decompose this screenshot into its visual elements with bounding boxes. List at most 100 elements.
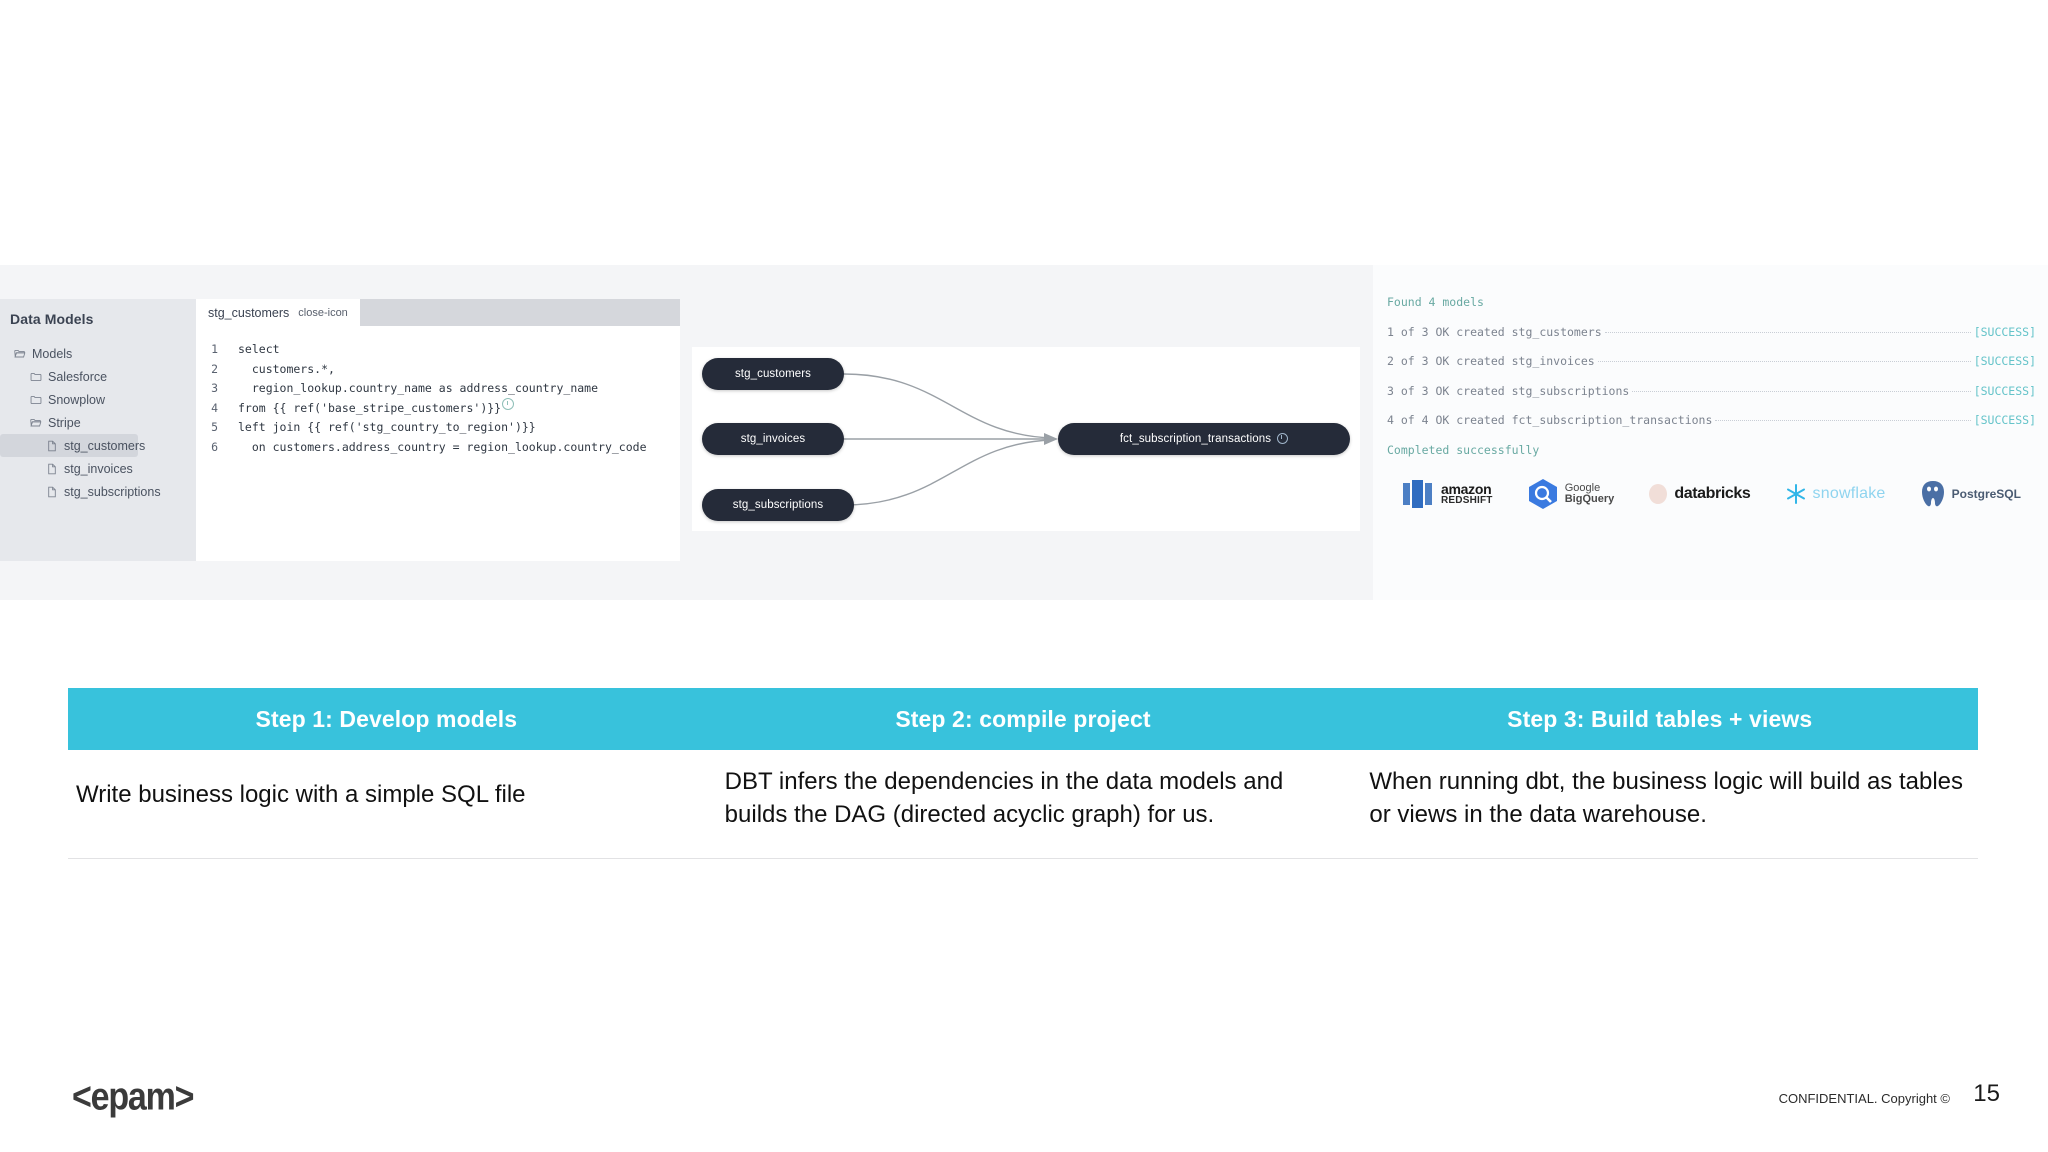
- terminal-footer: Completed successfully: [1387, 442, 1540, 457]
- logo-text: databricks: [1674, 485, 1751, 502]
- logo-text: snowflake: [1812, 485, 1886, 502]
- tree-item-stripe[interactable]: Stripe: [0, 411, 196, 434]
- dag-node-label: fct_subscription_transactions: [1119, 433, 1272, 445]
- terminal-row-text: 3 of 3 OK created stg_subscriptions: [1387, 383, 1630, 398]
- step-1-heading: Step 1: Develop models: [255, 705, 518, 732]
- code-text: on customers.address_country = region_lo…: [238, 439, 647, 454]
- dag-edges: [843, 373, 1058, 506]
- dag-node-stg-subscriptions[interactable]: stg_subscriptions: [702, 489, 854, 521]
- code-line: 6 on customers.address_country = region_…: [196, 438, 680, 458]
- lineage-lens-icon[interactable]: [502, 397, 515, 410]
- terminal-row: 1 of 3 OK created stg_customers [SUCCESS…: [1387, 324, 2036, 339]
- line-number: 1: [211, 342, 218, 356]
- status-badge: [SUCCESS]: [1973, 324, 2036, 339]
- line-number: 5: [211, 420, 218, 435]
- dag-node-label: stg_customers: [734, 368, 812, 380]
- section-divider: [68, 858, 1978, 859]
- code-editor[interactable]: 1 select 2 customers.*, 3 region_lookup.c…: [196, 326, 680, 458]
- code-text: from {{ ref('base_stripe_customers')}}: [238, 400, 502, 415]
- code-text: customers.*,: [238, 361, 335, 376]
- dot-leader: [1715, 420, 1971, 421]
- dag-canvas[interactable]: stg_customers stg_invoices stg_subscript…: [692, 347, 1360, 531]
- code-line: 3 region_lookup.country_name as address_…: [196, 379, 680, 399]
- terminal-row: 3 of 3 OK created stg_subscriptions [SUC…: [1387, 383, 2036, 398]
- tree-item-models[interactable]: Models: [0, 342, 196, 365]
- google-bigquery-logo: Google BigQuery: [1527, 478, 1615, 510]
- editor-tabbar: stg_customers close-icon: [196, 299, 680, 326]
- terminal-row-text: 1 of 3 OK created stg_customers: [1387, 324, 1602, 339]
- tree-item-label: Salesforce: [48, 369, 108, 384]
- tree-item-stg-customers[interactable]: stg_customers: [0, 434, 145, 457]
- tab-stg-customers[interactable]: stg_customers close-icon: [196, 299, 360, 326]
- file-icon: [46, 440, 58, 452]
- dot-leader: [1604, 331, 1971, 333]
- line-number: 2: [211, 361, 218, 376]
- terminal-row-text: 4 of 4 OK created fct_subscription_trans…: [1387, 413, 1713, 427]
- file-icon: [46, 463, 58, 475]
- logo-text: Google BigQuery: [1564, 481, 1615, 505]
- folder-icon: [30, 394, 42, 406]
- terminal-header: Found 4 models: [1387, 295, 1484, 309]
- model-tree: Models Salesforce Snowplow: [0, 342, 196, 503]
- terminal-output: Found 4 models 1 of 3 OK created stg_cus…: [1373, 265, 2048, 456]
- tree-item-stg-invoices[interactable]: stg_invoices: [0, 457, 196, 480]
- sidebar-title: Data Models: [10, 311, 94, 327]
- warehouse-logo-row: amazon REDSHIFT Google BigQuery: [1387, 467, 2035, 521]
- redshift-glyph-icon: [1403, 480, 1432, 508]
- step-3-heading: Step 3: Build tables + views: [1507, 705, 1813, 732]
- product-screenshot-strip: Data Models Models Salesforce: [0, 265, 2048, 600]
- dag-node-stg-invoices[interactable]: stg_invoices: [702, 423, 844, 455]
- amazon-redshift-logo: amazon REDSHIFT: [1401, 478, 1493, 510]
- dag-node-label: stg_subscriptions: [732, 499, 824, 511]
- step-3-body: When running dbt, the business logic wil…: [1369, 768, 1964, 828]
- postgresql-logo: PostgreSQL: [1920, 480, 2021, 508]
- lineage-lens-icon[interactable]: [1277, 432, 1289, 444]
- folder-icon: [30, 371, 42, 383]
- dag-node-label: stg_invoices: [740, 433, 806, 445]
- steps-header-bar: Step 1: Develop models Step 2: compile p…: [68, 688, 1978, 750]
- databricks-logo: databricks: [1648, 483, 1751, 505]
- folder-open-icon: [14, 348, 26, 360]
- tree-item-label: stg_customers: [64, 438, 146, 453]
- code-text: select: [238, 342, 280, 356]
- line-number: 3: [211, 381, 218, 396]
- file-icon: [46, 486, 58, 498]
- dag-node-stg-customers[interactable]: stg_customers: [702, 358, 844, 390]
- dot-leader: [1597, 361, 1971, 362]
- terminal-row: 4 of 4 OK created fct_subscription_trans…: [1387, 413, 2036, 427]
- tree-item-salesforce[interactable]: Salesforce: [0, 365, 196, 388]
- line-number: 6: [211, 439, 218, 454]
- epam-logo: <epam>: [72, 1075, 195, 1119]
- logo-text: amazon REDSHIFT: [1441, 480, 1493, 507]
- tree-item-snowplow[interactable]: Snowplow: [0, 388, 196, 411]
- ide-panel: Data Models Models Salesforce: [0, 299, 680, 561]
- logo-text: PostgreSQL: [1951, 487, 2021, 501]
- close-icon[interactable]: close-icon: [298, 306, 348, 319]
- tree-item-stg-subscriptions[interactable]: stg_subscriptions: [0, 480, 196, 503]
- bigquery-glyph-icon: [1528, 479, 1557, 509]
- confidential-note: CONFIDENTIAL. Copyright ©: [1778, 1091, 1950, 1106]
- snowflake-glyph-icon: [1786, 484, 1805, 504]
- step-1-body: Write business logic with a simple SQL f…: [76, 781, 526, 808]
- code-text: region_lookup.country_name as address_co…: [238, 381, 599, 396]
- ide-sidebar: Data Models Models Salesforce: [0, 299, 196, 561]
- steps-body: Write business logic with a simple SQL f…: [68, 766, 1978, 831]
- tree-item-label: stg_invoices: [64, 461, 133, 476]
- dot-leader: [1632, 390, 1971, 392]
- postgresql-glyph-icon: [1921, 481, 1944, 507]
- dag-node-fct-subscription-transactions[interactable]: fct_subscription_transactions: [1058, 423, 1350, 455]
- step-2-heading: Step 2: compile project: [895, 705, 1151, 732]
- status-badge: [SUCCESS]: [1973, 354, 2036, 368]
- step-2-body: DBT infers the dependencies in the data …: [724, 768, 1284, 828]
- tab-label: stg_customers: [208, 305, 290, 320]
- tree-item-label: Stripe: [48, 415, 81, 430]
- page-number: 15: [1973, 1080, 2000, 1107]
- ide-editor-area: stg_customers close-icon 1 select 2 custo…: [196, 299, 680, 561]
- folder-open-icon: [30, 417, 42, 429]
- databricks-glyph-icon: [1649, 484, 1668, 504]
- terminal-row: 2 of 3 OK created stg_invoices [SUCCESS]: [1387, 354, 2036, 368]
- tree-item-label: Models: [32, 346, 73, 361]
- tree-item-label: stg_subscriptions: [64, 484, 161, 499]
